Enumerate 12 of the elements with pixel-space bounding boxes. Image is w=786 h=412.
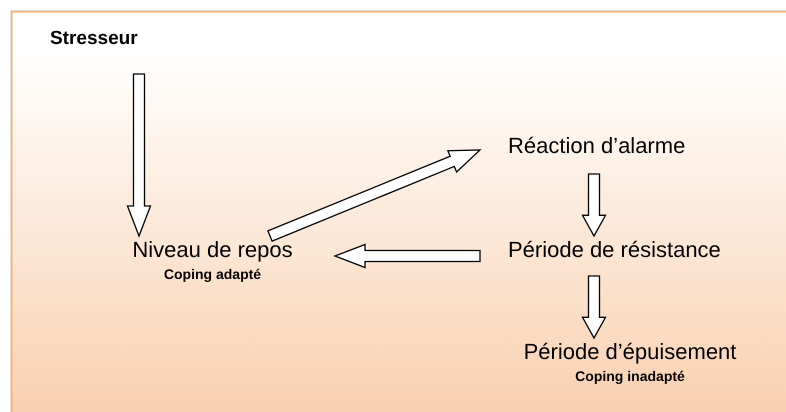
node-heading: Stresseur <box>50 27 139 51</box>
block-arrow <box>267 149 482 242</box>
coping-note: Coping inadapté <box>574 367 686 386</box>
block-arrow <box>126 73 152 238</box>
stage-label: Période d’épuisement <box>522 338 738 366</box>
stage-label: Réaction d’alarme <box>508 132 686 160</box>
block-arrow <box>581 173 607 238</box>
stage-label: Niveau de repos <box>131 236 294 264</box>
coping-note: Coping adapté <box>162 265 262 284</box>
block-arrow <box>333 244 481 268</box>
stage-label: Période de résistance <box>508 236 722 264</box>
block-arrow <box>581 275 607 340</box>
